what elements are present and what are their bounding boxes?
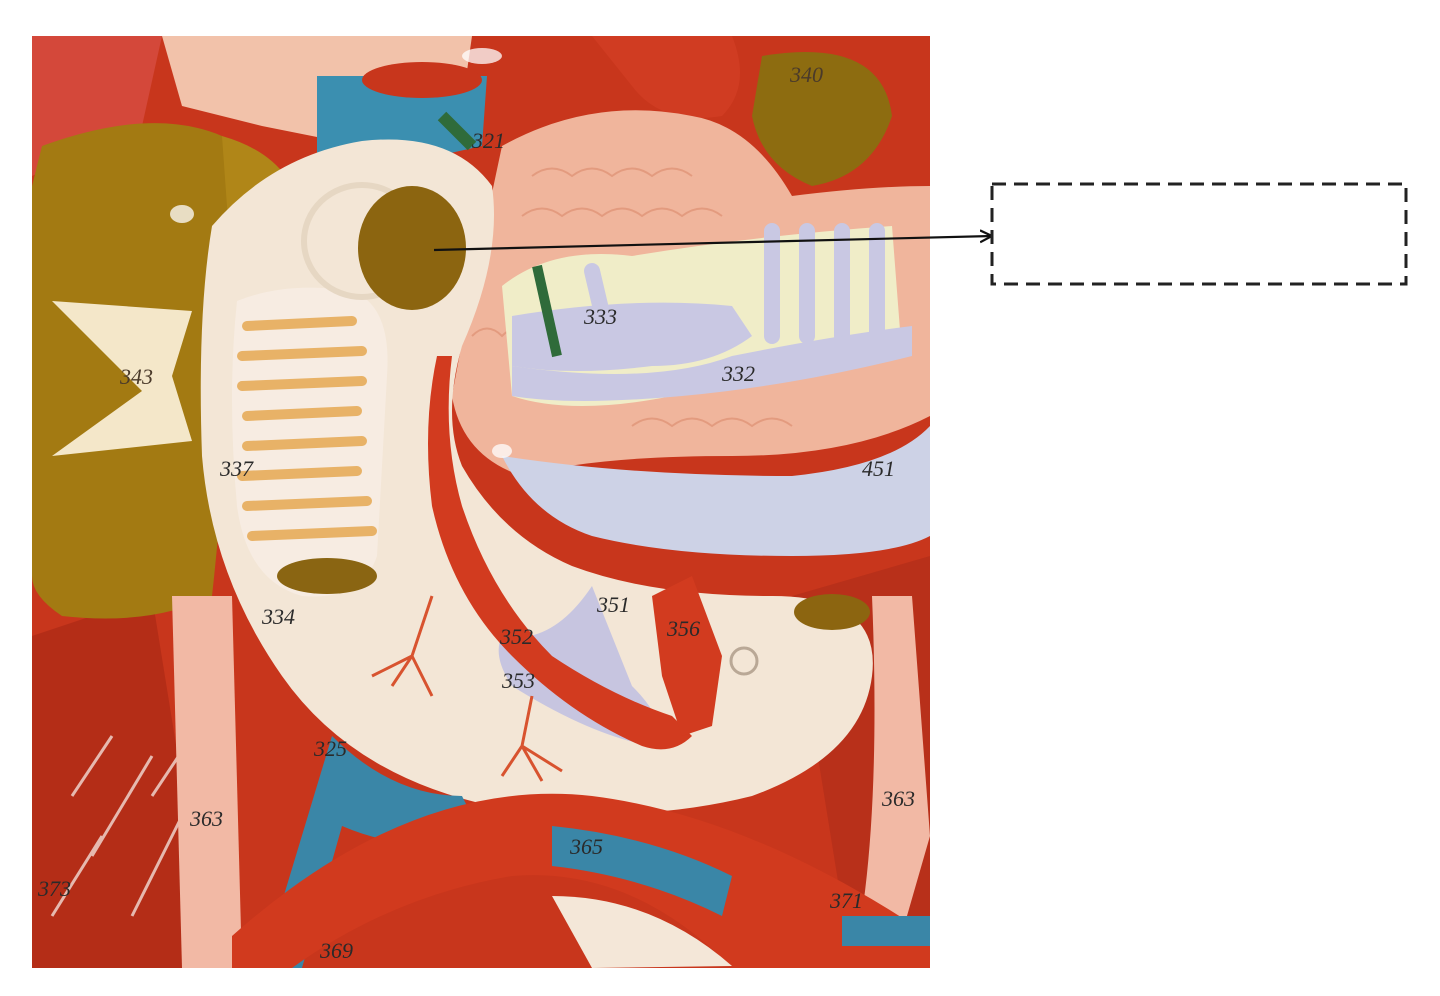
answer-box[interactable] (990, 182, 1408, 286)
label-343: 343 (119, 364, 153, 389)
duodenal-lumen-target (358, 186, 466, 310)
label-340: 340 (789, 62, 823, 87)
ureter-left (172, 596, 242, 968)
label-337: 337 (219, 456, 254, 481)
label-353: 353 (501, 668, 535, 693)
label-356: 356 (666, 616, 700, 641)
organ-top-right (752, 52, 892, 186)
label-325: 325 (313, 736, 347, 761)
label-451: 451 (862, 456, 895, 481)
label-369: 369 (319, 938, 353, 963)
label-351: 351 (596, 592, 630, 617)
label-334: 334 (261, 604, 295, 629)
label-373: 373 (37, 876, 71, 901)
artery (428, 356, 692, 750)
label-363-left: 363 (189, 806, 223, 831)
grey-structure-451 (502, 426, 930, 556)
bile-duct (532, 264, 562, 358)
iliac-arteries (232, 793, 930, 968)
label-363-right: 363 (881, 786, 915, 811)
tendon-streaks (50, 735, 194, 917)
mucosal-folds (237, 316, 377, 541)
label-352: 352 (499, 624, 533, 649)
label-332: 332 (721, 361, 755, 386)
label-333: 333 (583, 304, 617, 329)
anatomy-model-photo: 343 321 340 333 332 337 451 351 352 353 … (32, 36, 930, 968)
label-321: 321 (471, 128, 505, 153)
pointer-arrow (433, 236, 992, 252)
label-371: 371 (829, 888, 863, 913)
label-365: 365 (569, 834, 603, 859)
kidney-cut-surface (52, 301, 192, 456)
